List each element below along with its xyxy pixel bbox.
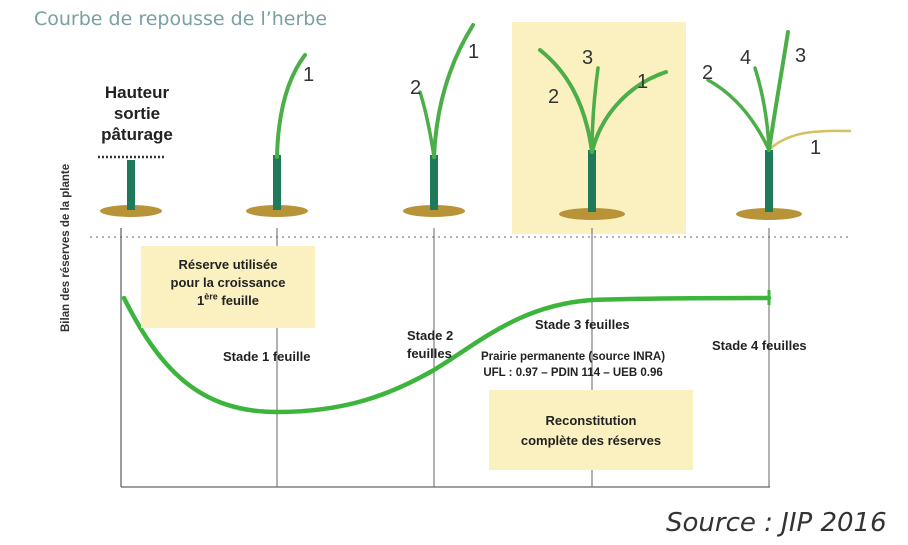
- soil-1: [100, 205, 162, 217]
- plant-2-leaves: 2 1: [403, 23, 479, 217]
- soil-3: [403, 205, 465, 217]
- source-credit: Source : JIP 2016: [666, 508, 887, 538]
- stem-1: [127, 160, 135, 210]
- leaf-3-2: [418, 90, 436, 159]
- stem-5: [765, 150, 773, 212]
- prairie-info: Prairie permanente (source INRA) UFL : 0…: [481, 349, 665, 381]
- soil-4: [559, 208, 625, 220]
- leaf-number: 1: [637, 71, 648, 93]
- diagram-title: Courbe de repousse de l’herbe: [34, 8, 328, 30]
- leaf-2-1: [275, 53, 307, 159]
- leaf-number: 2: [702, 62, 713, 84]
- stem-4: [588, 150, 596, 212]
- hauteur-line: pâturage: [101, 125, 173, 144]
- hauteur-label: Hauteur sortie pâturage: [95, 82, 179, 145]
- reserve-box: Réserve utilisée pour la croissance 1ère…: [141, 246, 315, 328]
- stage-2-line: Stade 2: [407, 328, 454, 343]
- hauteur-line: sortie: [113, 104, 161, 123]
- leaf-number: 4: [740, 47, 751, 69]
- stage-1-label: Stade 1 feuille: [223, 349, 311, 364]
- leaf-4-3: [590, 66, 600, 154]
- stem-3: [430, 155, 438, 210]
- stage-2-line: feuilles: [407, 346, 452, 361]
- reconstitution-line: Reconstitution: [545, 413, 637, 428]
- plant-3-leaves: 3 2 1: [538, 47, 668, 220]
- leaf-number: 1: [303, 64, 314, 86]
- reconstitution-line: complète des réserves: [520, 433, 662, 448]
- reserve-ordinal-sup: ère: [204, 291, 218, 302]
- reserve-line: pour la croissance: [170, 275, 286, 290]
- hauteur-line: Hauteur: [104, 83, 170, 102]
- stage-2-label: Stade 2 feuilles: [407, 327, 453, 363]
- plant-1-leaf: 1: [246, 53, 314, 217]
- prairie-line: UFL : 0.97 – PDIN 114 – UEB 0.96: [483, 367, 663, 379]
- plant-4-leaves: 2 4 3 1: [702, 30, 852, 220]
- y-axis-label: Bilan des réserves de la plante: [60, 163, 72, 332]
- leaf-number: 2: [548, 86, 559, 108]
- leaf-number: 1: [810, 137, 821, 159]
- leaf-5-c: [767, 30, 790, 152]
- leaf-number: 1: [468, 41, 479, 63]
- leaf-4-1: [590, 70, 668, 154]
- reserve-suffix: feuille: [217, 293, 259, 308]
- leaf-3-1: [432, 23, 475, 159]
- soil-5: [736, 208, 802, 220]
- stage-3-label: Stade 3 feuilles: [535, 317, 630, 332]
- leaf-number: 3: [795, 45, 806, 67]
- prairie-line: Prairie permanente (source INRA): [481, 351, 666, 363]
- leaf-4-2: [538, 48, 594, 154]
- plant-cut: [98, 155, 166, 217]
- leaf-5-senescent: [769, 129, 852, 150]
- reserve-line: Réserve utilisée: [178, 257, 278, 272]
- reserve-curve: [121, 295, 772, 415]
- leaf-number: 3: [582, 47, 593, 69]
- reconstitution-box: Reconstitution complète des réserves: [489, 390, 693, 470]
- leaf-5-a: [706, 78, 771, 152]
- stage-4-label: Stade 4 feuilles: [712, 338, 807, 353]
- reserve-ordinal: 1: [197, 293, 205, 308]
- reserve-line: 1ère feuille: [141, 292, 315, 310]
- leaf-number: 2: [410, 77, 421, 99]
- soil-2: [246, 205, 308, 217]
- stem-2: [273, 155, 281, 210]
